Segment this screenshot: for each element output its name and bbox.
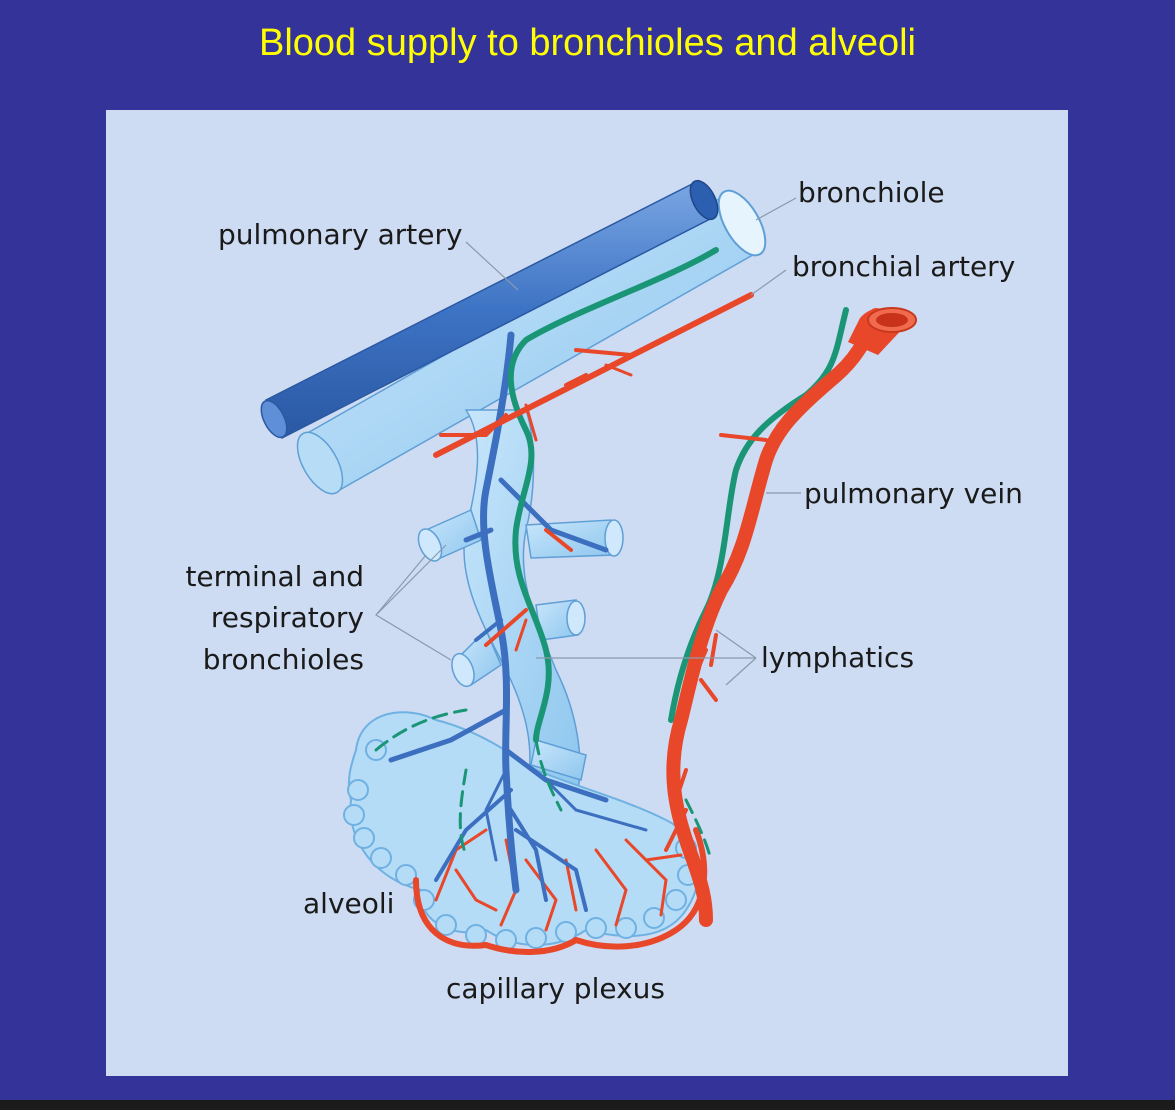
label-alveoli: alveoli — [303, 887, 394, 920]
label-bronchiole: bronchiole — [798, 176, 945, 209]
label-pulmonary-vein: pulmonary vein — [804, 477, 1023, 510]
label-terminal-line1: terminal and — [185, 560, 364, 593]
lymphatics-vessels — [374, 247, 849, 862]
pulmonary-vein — [664, 307, 917, 927]
leader-lines — [375, 197, 801, 686]
bronchial-artery — [433, 292, 754, 652]
bottom-bar — [0, 1100, 1175, 1110]
label-terminal-line3: bronchioles — [203, 643, 364, 676]
slide-title: Blood supply to bronchioles and alveoli — [259, 22, 916, 64]
label-terminal-line2: respiratory — [211, 601, 364, 634]
label-capillary-plexus: capillary plexus — [446, 972, 665, 1005]
figure-panel: pulmonary artery bronchiole bronchial ar… — [106, 110, 1068, 1076]
pulmonary-artery — [260, 179, 719, 912]
label-pulmonary-artery: pulmonary artery — [218, 218, 463, 251]
label-bronchial-artery: bronchial artery — [792, 250, 1015, 283]
label-lymphatics: lymphatics — [761, 641, 914, 674]
lung-vasculature-diagram: pulmonary artery bronchiole bronchial ar… — [185, 176, 1023, 1005]
